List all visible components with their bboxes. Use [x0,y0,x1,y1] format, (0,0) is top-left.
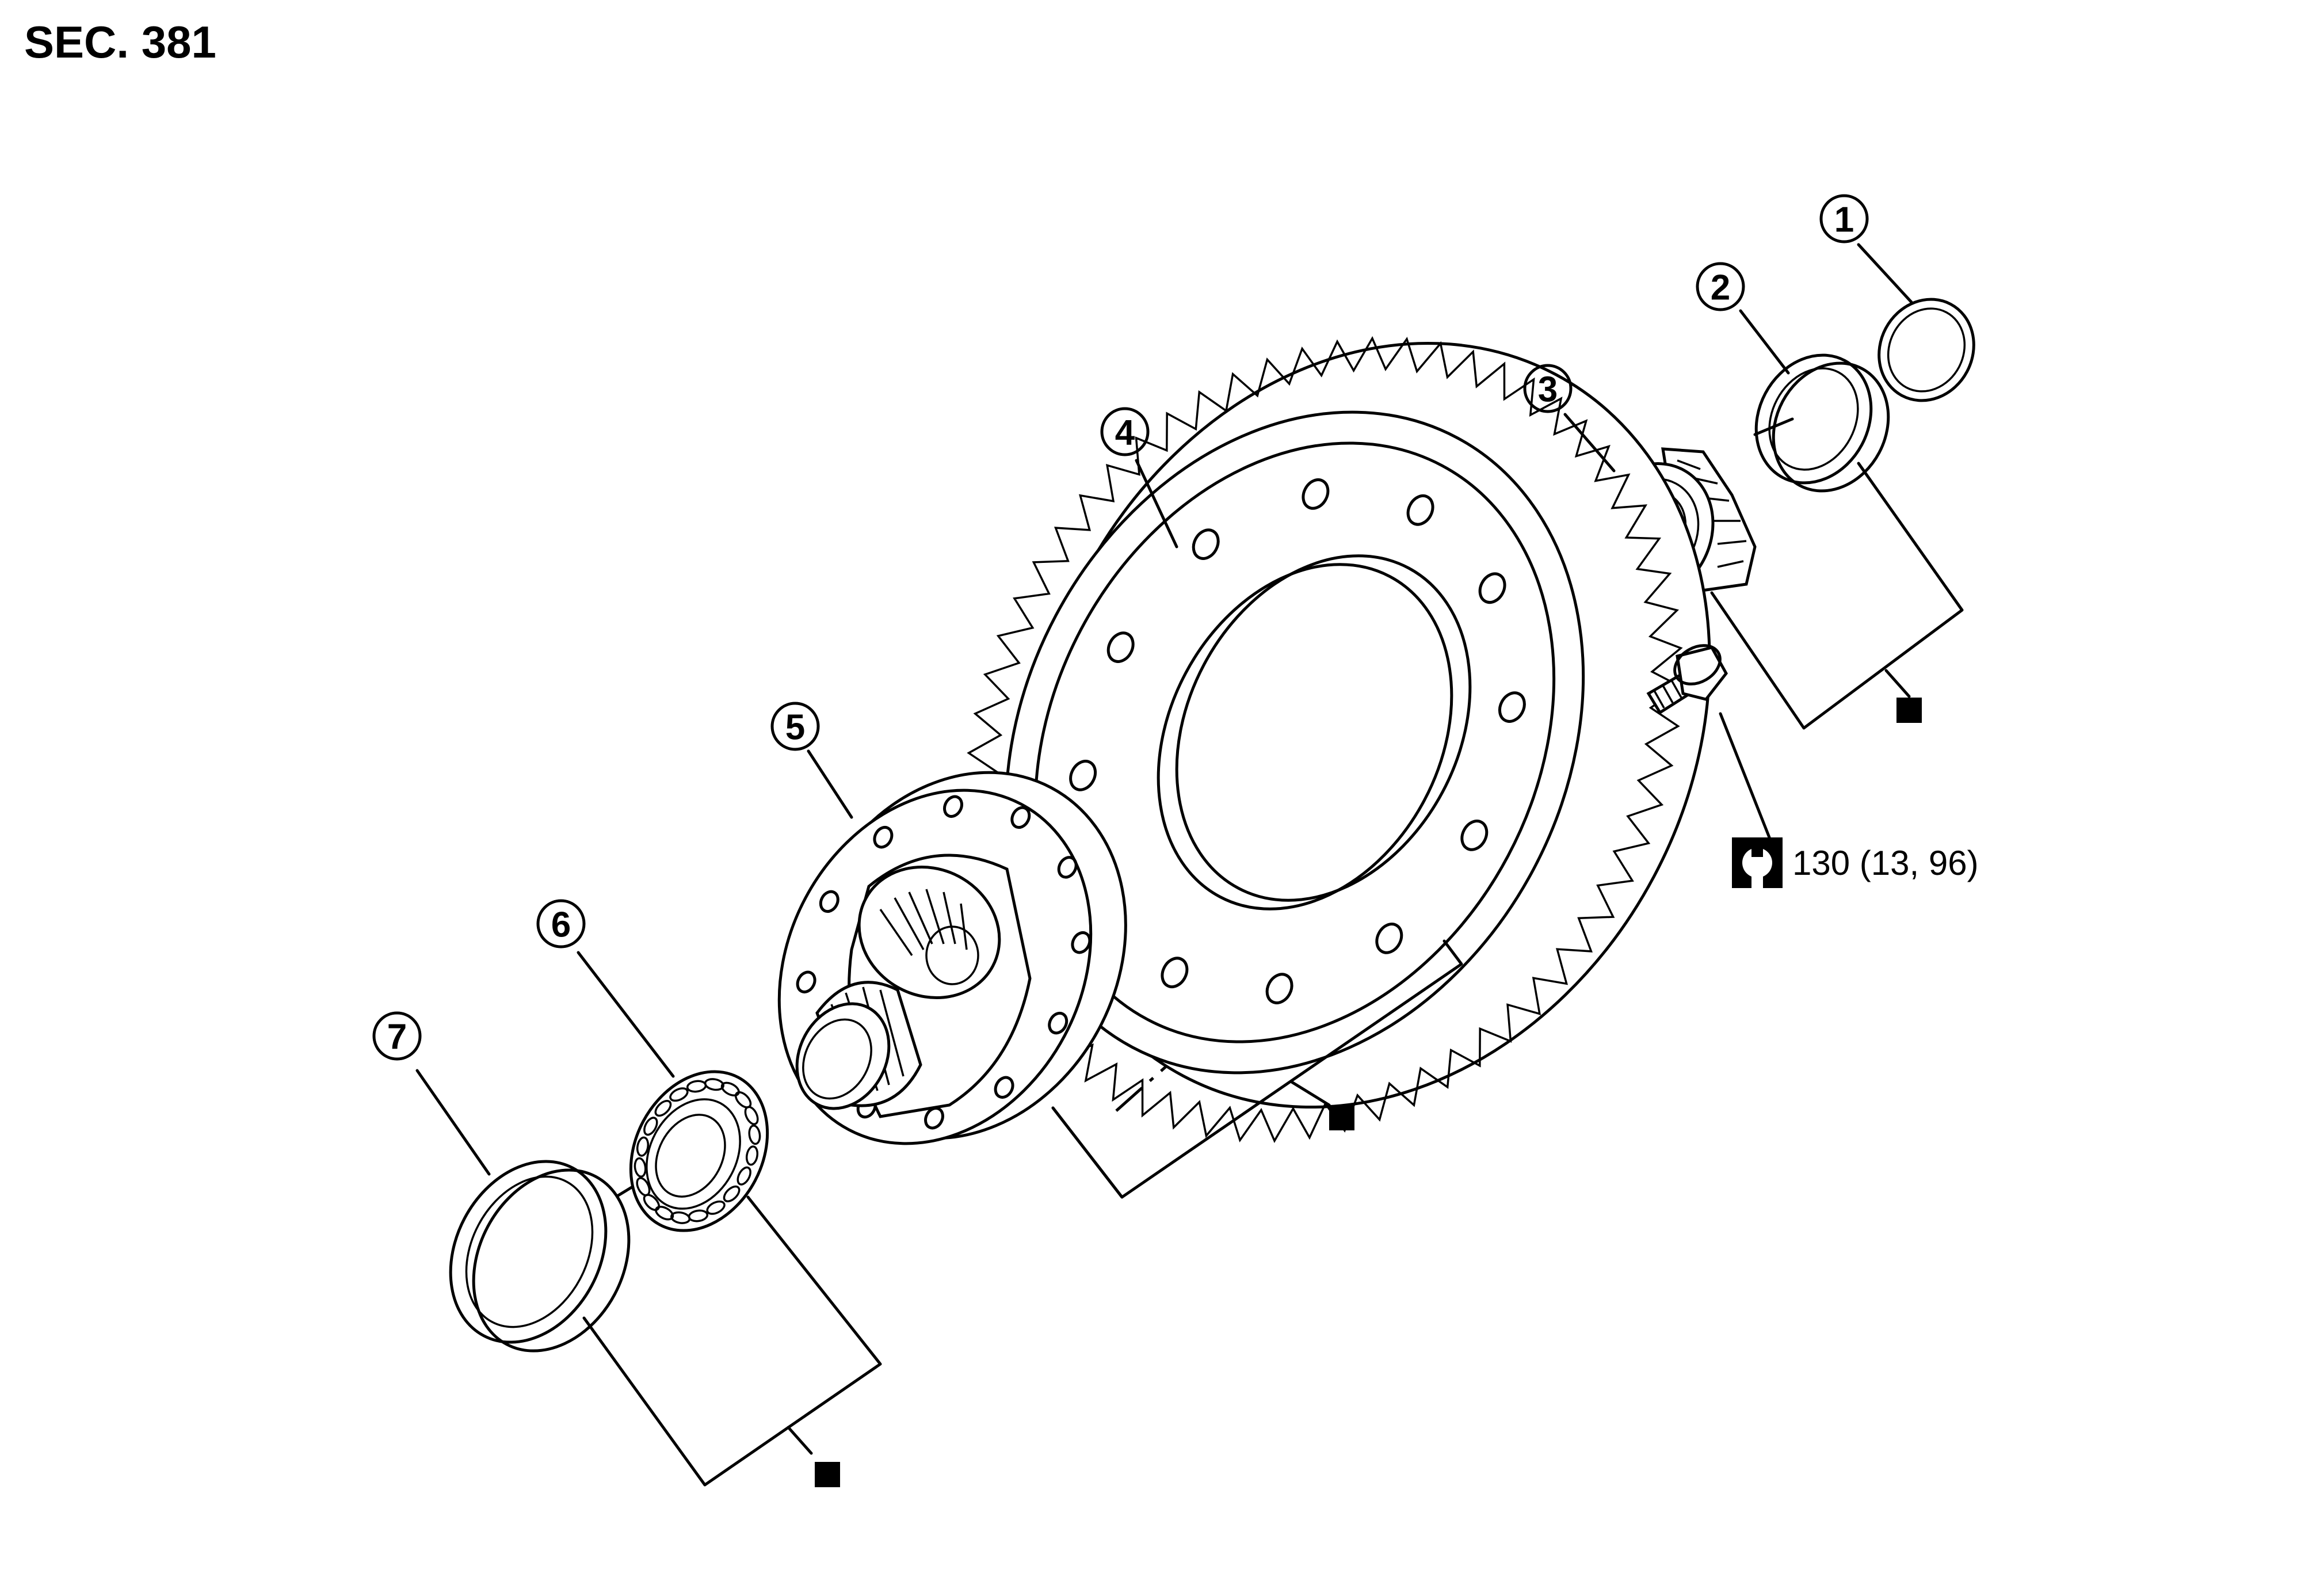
part-1-snap-ring [1877,298,1975,402]
black-square-icon [1329,1105,1354,1130]
part-6-tapered-roller-bearing [629,1070,769,1232]
black-square-icon [815,1462,840,1487]
bracket-set-6-7 [582,1195,882,1487]
callout-6: 6 [536,899,586,949]
svg-text:7: 7 [387,1018,407,1057]
svg-text:6: 6 [551,905,571,945]
part-5-differential-case [777,771,1127,1199]
torque-wrench-icon [1732,837,1783,888]
part-4-ring-gear [963,336,1711,1143]
torque-spec: 130 (13, 96) [1732,837,1979,888]
part-7-bearing-outer-race [449,1160,631,1353]
leader-lines [415,243,1913,1176]
callout-1: 1 [1819,194,1869,243]
svg-text:4: 4 [1115,413,1135,453]
bracket-set-1-2-3 [1710,462,1964,730]
svg-text:2: 2 [1711,268,1730,308]
torque-value: 130 (13, 96) [1792,844,1979,882]
section-title: SEC. 381 [24,17,216,67]
svg-text:1: 1 [1834,200,1854,240]
svg-text:5: 5 [785,708,805,748]
black-square-icon [1896,698,1922,723]
callout-2: 2 [1696,262,1745,311]
callout-3: 3 [1523,364,1573,413]
ring-gear-bolt [1646,644,1771,839]
svg-text:3: 3 [1538,370,1558,410]
part-2-bearing-outer-race [1753,353,1890,493]
bracket-set-4-5 [1051,939,1463,1199]
callout-7: 7 [372,1011,422,1061]
callout-4: 4 [1100,407,1150,456]
callout-5: 5 [770,702,820,751]
